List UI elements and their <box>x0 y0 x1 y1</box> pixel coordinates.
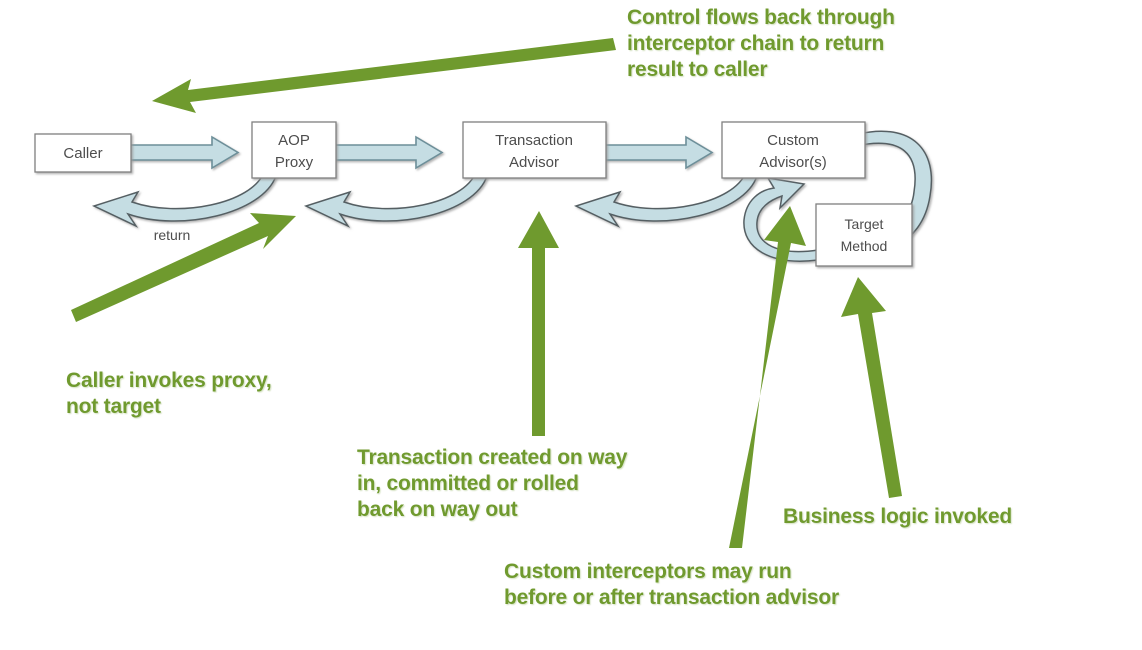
node-custom-advisor[interactable]: Custom Advisor(s) <box>721 121 866 179</box>
annotation-custom-interceptors: Custom interceptors may run before or af… <box>504 560 839 609</box>
annotation-control-flows-back-line3: result to caller <box>627 58 767 81</box>
annotation-custom-interceptors-line2: before or after transaction advisor <box>504 586 839 609</box>
annotation-arrow-business-logic <box>841 277 902 498</box>
node-transaction-advisor-label-line2: Advisor <box>509 154 559 171</box>
annotation-transaction-created-line2: in, committed or rolled <box>357 472 579 495</box>
annotation-caller-invokes-proxy-line1: Caller invokes proxy, <box>66 369 272 392</box>
forward-flow-arrows <box>129 135 714 170</box>
node-target-method-box <box>815 203 913 267</box>
return-curve-target-to-custom <box>743 176 819 262</box>
annotation-control-flows-back-line2: interceptor chain to return <box>627 32 884 55</box>
node-caller[interactable]: Caller <box>34 133 132 173</box>
annotation-control-flows-back: Control flows back through interceptor c… <box>627 6 895 81</box>
node-target-method-label-line1: Target <box>845 216 884 232</box>
flow-arrow-proxy-to-tx <box>333 135 444 170</box>
return-curve-custom-to-tx <box>573 171 758 228</box>
node-transaction-advisor[interactable]: Transaction Advisor <box>462 121 607 179</box>
annotation-arrows <box>71 38 902 548</box>
annotation-business-logic: Business logic invoked <box>783 505 1012 528</box>
annotation-texts: Control flows back through interceptor c… <box>66 6 1012 609</box>
annotation-transaction-created-line1: Transaction created on way <box>357 446 628 469</box>
node-custom-advisor-label-line2: Advisor(s) <box>759 154 827 171</box>
annotation-arrow-transaction-created <box>518 211 559 436</box>
node-boxes: Caller AOP Proxy Transaction Advisor Cus… <box>34 121 913 267</box>
return-curve-tx-to-proxy <box>303 171 488 228</box>
node-target-method-label-line2: Method <box>841 238 888 254</box>
node-target-method[interactable]: Target Method <box>815 203 913 267</box>
node-transaction-advisor-label-line1: Transaction <box>495 132 573 149</box>
annotation-control-flows-back-line1: Control flows back through <box>627 6 895 29</box>
node-aop-proxy-box <box>251 121 337 179</box>
annotation-business-logic-line1: Business logic invoked <box>783 505 1012 528</box>
annotation-transaction-created: Transaction created on way in, committed… <box>357 446 628 521</box>
node-aop-proxy-label-line1: AOP <box>278 132 310 149</box>
node-aop-proxy-label-line2: Proxy <box>275 154 314 171</box>
node-custom-advisor-box <box>721 121 866 179</box>
node-custom-advisor-label-line1: Custom <box>767 132 819 149</box>
node-transaction-advisor-box <box>462 121 607 179</box>
annotation-arrow-control-flows-back <box>152 38 616 113</box>
edge-label-return: return <box>154 227 191 243</box>
return-curve-proxy-to-caller <box>91 171 277 228</box>
node-aop-proxy[interactable]: AOP Proxy <box>251 121 337 179</box>
annotation-arrow-caller-invokes-proxy <box>71 213 296 322</box>
node-caller-box <box>34 133 132 173</box>
flow-arrow-caller-to-proxy <box>129 135 240 170</box>
annotation-custom-interceptors-line1: Custom interceptors may run <box>504 560 792 583</box>
annotation-caller-invokes-proxy: Caller invokes proxy, not target <box>66 369 272 418</box>
node-caller-label: Caller <box>63 145 102 162</box>
flow-arrow-tx-to-custom <box>603 135 714 170</box>
annotation-caller-invokes-proxy-line2: not target <box>66 395 161 418</box>
annotation-transaction-created-line3: back on way out <box>357 498 518 521</box>
annotation-arrow-custom-interceptors <box>729 206 806 548</box>
